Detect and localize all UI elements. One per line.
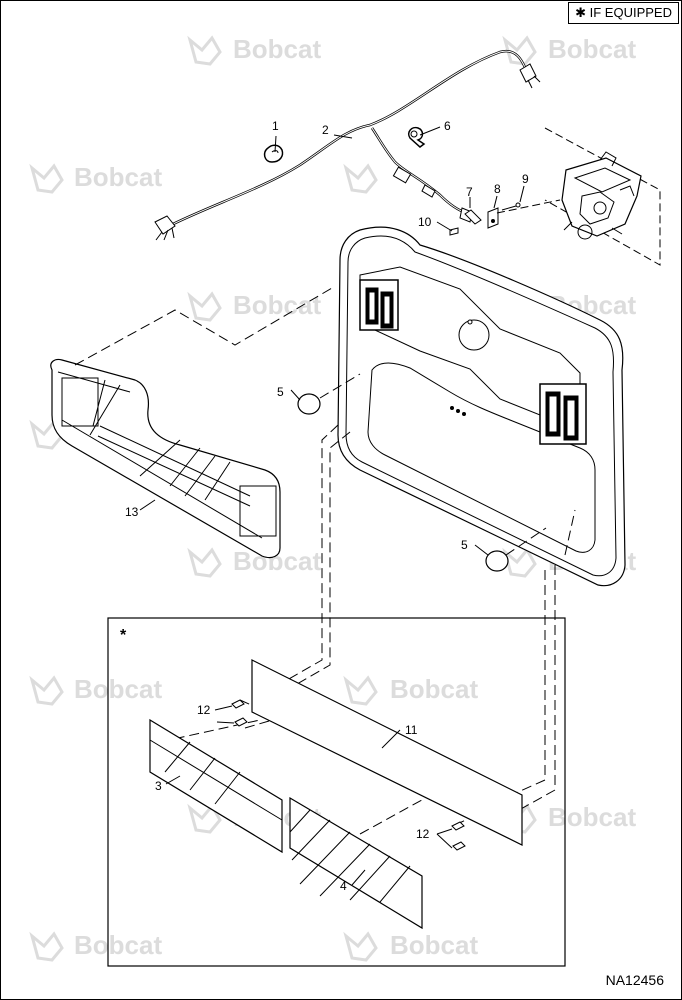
reflector-strip-left bbox=[149, 718, 283, 854]
callout-12: 12 bbox=[416, 827, 430, 841]
callout-9: 9 bbox=[522, 172, 529, 186]
plug-cap bbox=[297, 393, 321, 415]
callout-12: 12 bbox=[197, 703, 211, 717]
callout-1: 1 bbox=[272, 119, 279, 133]
callout-7: 7 bbox=[466, 185, 473, 199]
watermark-bobcat: Bobcat bbox=[74, 162, 163, 192]
callout-6: 6 bbox=[444, 119, 451, 133]
latch-sensor-parts bbox=[449, 202, 521, 236]
callout-13: 13 bbox=[125, 505, 139, 519]
screw bbox=[231, 699, 466, 851]
document-id: NA12456 bbox=[605, 972, 664, 988]
wiring-harness bbox=[154, 49, 541, 241]
callout-3: 3 bbox=[155, 779, 162, 793]
callout-5: 5 bbox=[461, 538, 468, 552]
watermark-bobcat: Bobcat bbox=[548, 34, 637, 64]
watermark-bobcat: Bobcat bbox=[390, 930, 479, 960]
callout-8: 8 bbox=[494, 182, 501, 196]
optional-parts-box bbox=[107, 617, 566, 967]
callout-4: 4 bbox=[340, 879, 347, 893]
cover-panel bbox=[251, 659, 523, 846]
reflector-strip-right bbox=[289, 796, 423, 930]
callout-2: 2 bbox=[322, 123, 329, 137]
insulation-pad bbox=[50, 358, 281, 559]
latch-assembly bbox=[561, 151, 642, 240]
callout-11: 11 bbox=[405, 723, 418, 737]
callout-10: 10 bbox=[418, 215, 432, 229]
if-equipped-marker: * bbox=[120, 627, 127, 644]
door-panel bbox=[337, 226, 626, 587]
watermark-bobcat: Bobcat bbox=[233, 34, 322, 64]
watermark-bobcat: Bobcat bbox=[548, 802, 637, 832]
hose-clamp bbox=[407, 126, 426, 148]
plug-cap bbox=[485, 550, 509, 572]
watermark-bobcat: Bobcat bbox=[74, 674, 163, 704]
watermark-bobcat: Bobcat bbox=[74, 930, 163, 960]
if-equipped-note: ✱ IF EQUIPPED bbox=[568, 2, 679, 24]
watermark-bobcat: Bobcat bbox=[390, 674, 479, 704]
watermark-bobcat: Bobcat bbox=[233, 290, 322, 320]
cable-clip bbox=[263, 144, 284, 163]
callout-leaders bbox=[139, 126, 525, 886]
callout-5: 5 bbox=[277, 385, 284, 399]
